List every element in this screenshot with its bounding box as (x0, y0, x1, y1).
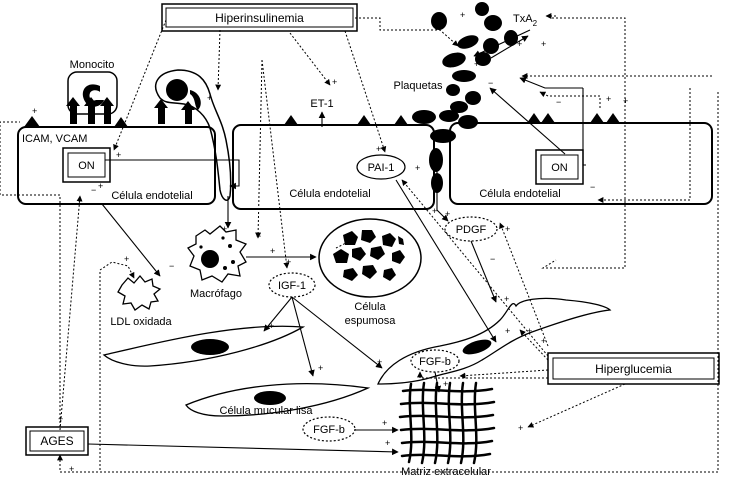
foam-cell (318, 218, 422, 298)
svg-text:+: + (269, 321, 274, 331)
celula-endotelial-3-label: Célula endotelial (479, 188, 560, 200)
svg-text:+: + (527, 326, 532, 336)
ldl-oxidada-label: LDL oxidada (110, 316, 172, 328)
svg-text:+: + (460, 10, 465, 20)
txa-label: TxA2 (513, 13, 538, 28)
receptor-glyphs (24, 113, 620, 127)
smooth-muscle-cell-1 (102, 325, 306, 367)
svg-text:−: − (490, 254, 495, 264)
pai1-label: PAI-1 (368, 162, 395, 174)
svg-text:−: − (556, 97, 561, 107)
oxidized-ldl (117, 274, 162, 311)
fgfb-label-1: FGF-b (419, 356, 451, 368)
on-box-right-inner (540, 154, 579, 180)
svg-text:+: + (518, 423, 523, 433)
celula-espumosa-label-2: espumosa (345, 315, 397, 327)
fgfb-ellipse-2 (302, 416, 356, 442)
on-box-right-outer (535, 149, 584, 185)
pdgf-ellipse (444, 216, 498, 242)
on-box-left-inner (67, 152, 106, 178)
arrows-dashed (0, 13, 719, 473)
svg-text:−: − (256, 231, 261, 241)
svg-text:+: + (443, 379, 448, 389)
hiperinsulinemia-label: Hiperinsulinemia (215, 11, 304, 25)
celula-muscular-lisa-label: Célula mucular lisa (220, 405, 314, 417)
svg-text:−: − (169, 261, 174, 271)
on-box-left-outer (62, 147, 111, 183)
sign-markers: + + − + + + − + − + + + + + + + + + + + … (32, 10, 628, 474)
svg-text:−: − (590, 182, 595, 192)
hiperglucemia-box-inner (552, 357, 715, 380)
hiperinsulinemia-box-inner (165, 7, 354, 28)
monocyte-cell (66, 71, 118, 124)
on-right-label: ON (551, 162, 568, 174)
smooth-muscle-cell-2 (185, 383, 371, 417)
svg-text:+: + (541, 336, 546, 346)
hiperglucemia-label: Hiperglucemia (595, 362, 672, 376)
hiperglucemia-box-outer (547, 352, 720, 385)
svg-text:+: + (517, 39, 522, 49)
svg-text:+: + (504, 294, 509, 304)
svg-text:+: + (382, 418, 387, 428)
ages-box-inner (29, 430, 85, 452)
svg-text:+: + (505, 224, 510, 234)
monocito-label: Monocito (70, 59, 115, 71)
svg-text:+: + (376, 144, 381, 154)
svg-text:+: + (222, 224, 227, 234)
svg-text:+: + (270, 246, 275, 256)
icam-vcam-label: ICAM, VCAM (22, 133, 87, 145)
svg-text:+: + (415, 163, 420, 173)
ages-label: AGES (40, 434, 73, 448)
svg-text:+: + (606, 94, 611, 104)
macrofago-label: Macrófago (190, 288, 242, 300)
svg-text:−: − (91, 185, 96, 195)
celula-endotelial-2-label: Célula endotelial (289, 188, 370, 200)
svg-text:−: − (488, 78, 493, 88)
fgfb-label-2: FGF-b (313, 424, 345, 436)
transmigrating-monocyte (154, 69, 232, 201)
svg-text:+: + (332, 77, 337, 87)
svg-text:+: + (385, 438, 390, 448)
svg-text:+: + (623, 96, 628, 106)
svg-text:+: + (116, 150, 121, 160)
svg-text:+: + (377, 357, 382, 367)
svg-text:+: + (445, 209, 450, 219)
endothelial-cell-right (449, 122, 713, 205)
celula-endotelial-1-label: Célula endotelial (111, 190, 192, 202)
extracellular-matrix-grid (398, 381, 496, 465)
svg-text:+: + (32, 106, 37, 116)
celula-espumosa-label-1: Célula (354, 301, 386, 313)
svg-text:+: + (432, 206, 437, 216)
et1-label: ET-1 (310, 98, 333, 110)
pdgf-label: PDGF (456, 224, 487, 236)
macrophage (187, 225, 248, 283)
svg-text:+: + (318, 363, 323, 373)
igf1-ellipse (268, 272, 316, 298)
svg-text:+: + (474, 59, 479, 69)
svg-text:+: + (124, 254, 129, 264)
svg-text:+: + (286, 257, 291, 267)
matriz-extracelular-label: Matriz extracelular (401, 466, 491, 478)
migrating-smooth-muscle-cell (376, 297, 612, 385)
on-left-label: ON (78, 160, 95, 172)
svg-text:+: + (207, 93, 212, 103)
igf1-label: IGF-1 (278, 280, 306, 292)
plaquetas-label: Plaquetas (394, 80, 443, 92)
pai1-ellipse (356, 154, 406, 180)
platelets-cluster (412, 2, 518, 193)
svg-text:+: + (505, 326, 510, 336)
svg-text:+: + (69, 464, 74, 474)
svg-text:+: + (58, 414, 63, 424)
arrows-solid (87, 29, 586, 456)
svg-text:+: + (541, 39, 546, 49)
svg-text:+: + (98, 181, 103, 191)
